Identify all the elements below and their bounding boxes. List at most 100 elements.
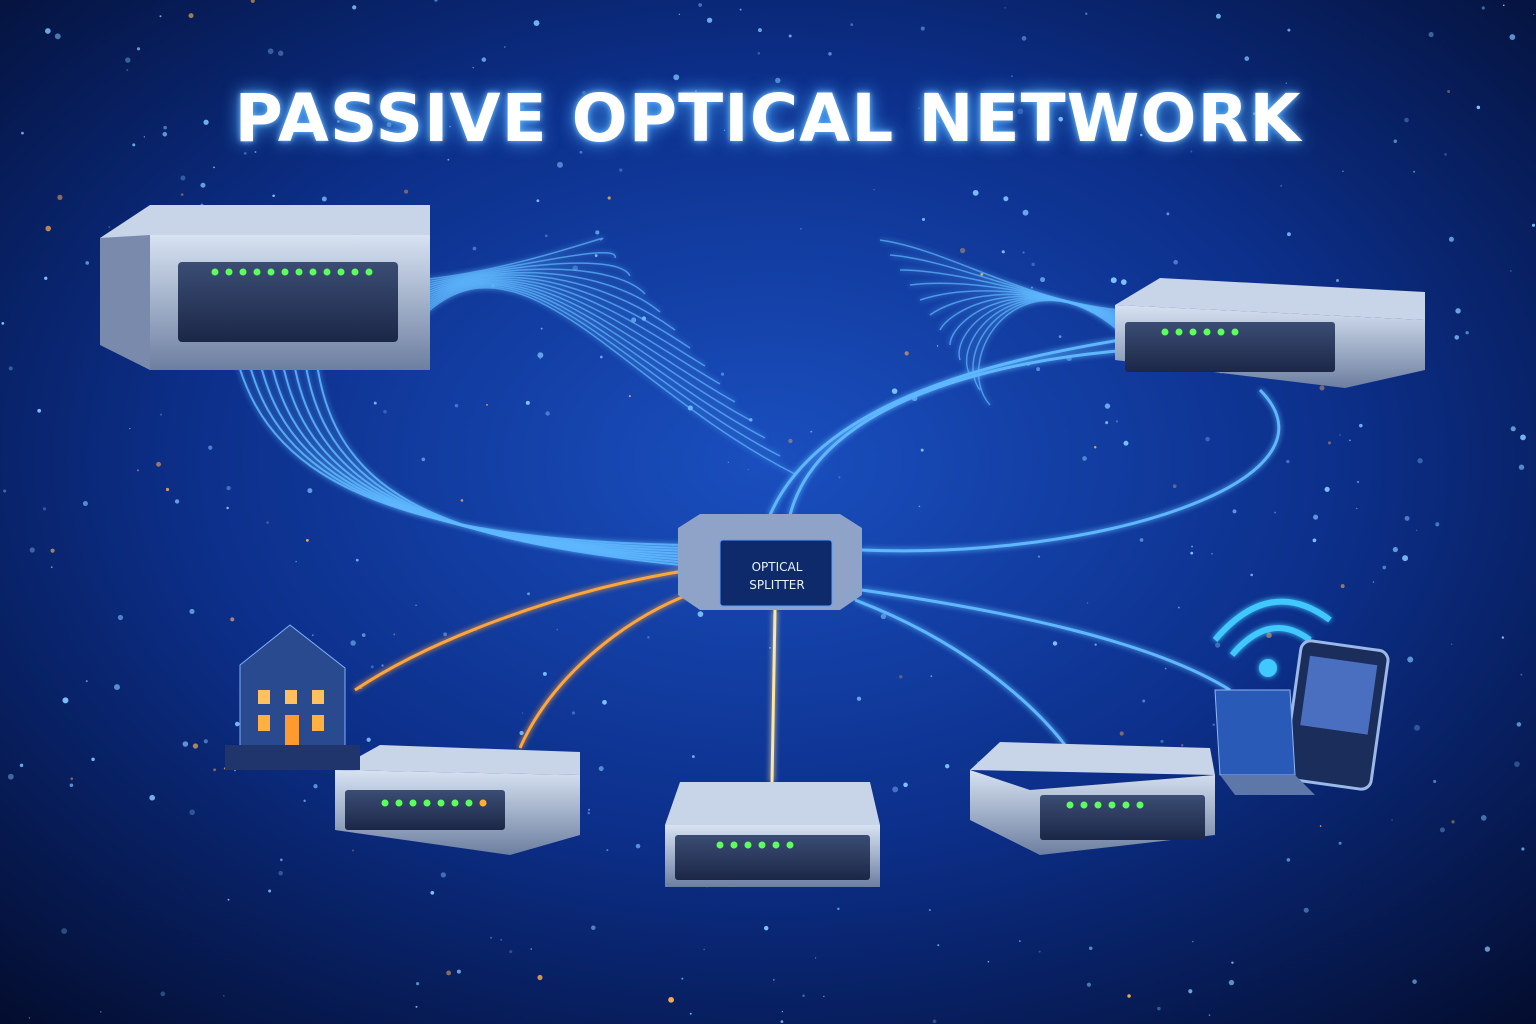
particle [307, 488, 313, 494]
led-indicator [1203, 328, 1211, 336]
particle [404, 189, 409, 194]
led-indicator [465, 799, 473, 807]
status-leds [1161, 328, 1239, 336]
particle [200, 182, 206, 188]
particle [525, 400, 530, 405]
particle [446, 970, 452, 976]
particle [788, 438, 793, 444]
particle [892, 786, 899, 793]
particle [8, 366, 13, 371]
particle [361, 633, 366, 637]
particle [61, 928, 68, 935]
olt-device [100, 205, 430, 370]
led-indicator [730, 841, 738, 849]
particle [1180, 744, 1184, 747]
particle [1215, 642, 1221, 648]
fiber [419, 274, 676, 331]
particle [1017, 108, 1024, 115]
particle [1191, 940, 1194, 943]
particle [823, 995, 825, 998]
particle [1208, 1014, 1211, 1016]
particle [647, 636, 650, 639]
particle [213, 166, 215, 169]
particle [1040, 277, 1046, 283]
particle [1286, 459, 1290, 464]
particle [1172, 484, 1177, 489]
particle [932, 1019, 937, 1024]
particle [1414, 724, 1420, 731]
particle [918, 505, 921, 508]
particle [921, 217, 925, 221]
particle [775, 77, 781, 84]
particle [1451, 820, 1455, 824]
particle [37, 408, 42, 413]
particle [1327, 441, 1331, 445]
particle [85, 680, 88, 683]
particle [1082, 456, 1087, 461]
particle [226, 485, 231, 491]
particle [1228, 979, 1235, 986]
particle [527, 592, 530, 596]
particle [673, 74, 680, 81]
fiber [419, 268, 646, 295]
fiber [301, 329, 691, 564]
particle [125, 57, 131, 63]
particle [1205, 436, 1210, 442]
fiber [419, 262, 631, 287]
particle [1085, 12, 1088, 15]
particle [136, 47, 141, 51]
led-indicator [1066, 801, 1074, 809]
particle [1021, 36, 1027, 41]
particle [159, 413, 163, 416]
fiber [241, 329, 691, 549]
fiber [854, 598, 1067, 746]
particle [156, 461, 161, 467]
particle [311, 634, 314, 637]
particle [226, 506, 229, 510]
particle [918, 107, 920, 109]
particle [1287, 232, 1291, 237]
led-indicator [1136, 801, 1144, 809]
particle [45, 225, 52, 232]
particle [1338, 841, 1342, 845]
particle [769, 646, 771, 649]
fiber [788, 348, 1131, 516]
particle [937, 120, 940, 124]
particle [381, 664, 384, 667]
led-indicator [295, 268, 303, 276]
status-leds [381, 799, 487, 807]
particle [1119, 731, 1124, 736]
particle [126, 68, 129, 72]
particle [587, 808, 591, 811]
particle [352, 849, 355, 852]
particle [641, 115, 646, 120]
particle [447, 158, 450, 161]
particle [1, 322, 5, 325]
particle [747, 468, 749, 471]
fiber [861, 388, 1281, 553]
particle [28, 1017, 31, 1019]
particle [544, 234, 548, 238]
particle [521, 712, 524, 714]
particle [234, 721, 240, 727]
particle [1355, 507, 1358, 510]
fiber [277, 329, 691, 558]
fiber [419, 252, 616, 284]
particle [1088, 946, 1093, 951]
particle [757, 52, 761, 55]
splitter-label: OPTICAL SPLITTER [724, 546, 830, 606]
particle [337, 120, 340, 123]
splitter-label-line1: OPTICAL [751, 560, 803, 574]
particle [1110, 277, 1117, 284]
led-indicator [381, 799, 389, 807]
led-indicator [1094, 801, 1102, 809]
particle [972, 189, 979, 196]
particle [856, 696, 862, 701]
particle [1231, 961, 1234, 964]
particle [393, 633, 396, 636]
particle [1521, 847, 1525, 851]
particle [1382, 565, 1387, 570]
particle [557, 161, 563, 168]
particle [159, 15, 162, 18]
particle [160, 991, 166, 997]
